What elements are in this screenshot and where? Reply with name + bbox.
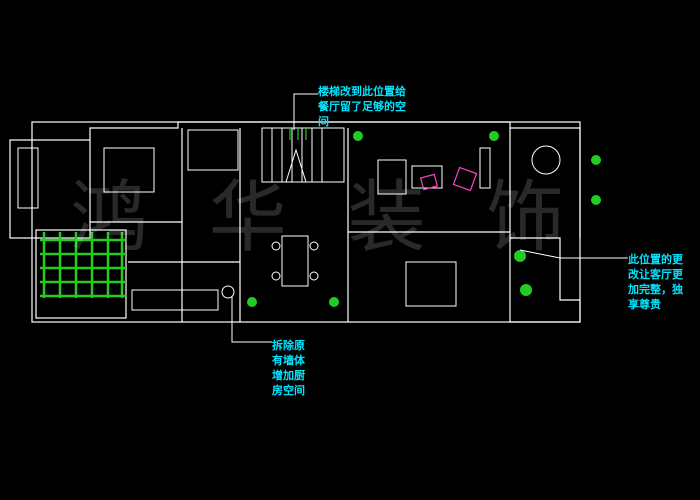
armchair-accent: [452, 166, 478, 192]
accent-items: [419, 166, 478, 192]
dining-chair-1: [271, 241, 281, 251]
bed-right: [405, 261, 457, 307]
leader-lines: [221, 93, 628, 343]
leader-kitchen: [231, 296, 272, 343]
tv-cabinet: [479, 147, 491, 189]
bath-fixtures: [187, 129, 239, 171]
dining-chair-4: [309, 271, 319, 281]
wardrobe-left: [17, 147, 39, 209]
staircase: [261, 127, 345, 183]
garden-grid: [40, 232, 126, 298]
watermark: 鸿 华 装 饰: [70, 173, 583, 263]
plant-5: [514, 250, 526, 262]
balcony-table: [531, 145, 561, 175]
bed-left: [103, 147, 155, 193]
stair-highlight: [289, 128, 307, 140]
top-wall: [89, 121, 581, 238]
annotation-stair: 楼梯改到此位置给 餐厅留了足够的空 间: [318, 85, 406, 128]
left-annex-wall: [9, 139, 91, 239]
kitchen-counter: [131, 289, 219, 311]
dining-table: [281, 235, 309, 287]
right-wall: [510, 237, 581, 323]
leader-stair: [293, 93, 318, 130]
sofa: [377, 159, 407, 195]
plants: [247, 131, 601, 307]
plant-3: [329, 297, 339, 307]
plant-7: [591, 155, 601, 165]
plant-6: [520, 284, 532, 296]
side-accent: [419, 173, 439, 191]
inner-frame: [35, 229, 127, 319]
plant-1: [353, 131, 363, 141]
plant-4: [247, 297, 257, 307]
stair-outline: [261, 127, 345, 183]
dining-chair-3: [271, 271, 281, 281]
stair-arrow: [285, 148, 307, 183]
plant-2: [489, 131, 499, 141]
kitchen-marker: [221, 285, 235, 299]
coffee-table: [411, 165, 443, 189]
leader-living: [519, 249, 628, 259]
annotation-kitchen: 拆除原 有墙体 增加厨 房空间: [272, 339, 305, 397]
annotation-living: 此位置的更 改让客厅更 加完整，独 享尊贵: [628, 253, 683, 311]
plant-8: [591, 195, 601, 205]
dining-chair-2: [309, 241, 319, 251]
furniture: [17, 129, 561, 311]
